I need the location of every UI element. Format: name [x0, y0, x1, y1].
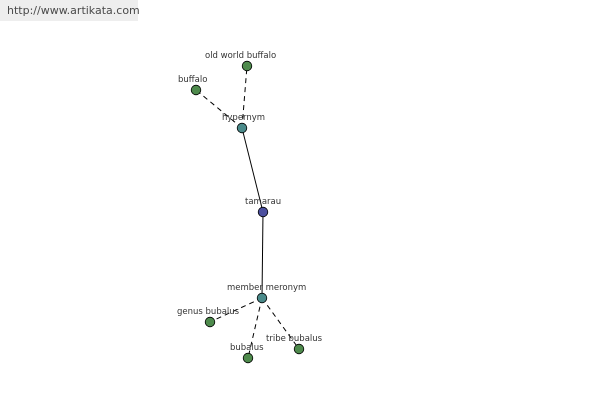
node-label-genus-bubalus[interactable]: genus bubalus [177, 307, 240, 317]
edge-tamarau-to-hypernym [241, 127, 264, 213]
node-label-bubalus[interactable]: bubalus [230, 343, 264, 353]
labels-layer: tamarau hypernym member meronym old world b… [177, 51, 323, 353]
node-label-buffalo[interactable]: buffalo [178, 75, 207, 85]
node-label-tribe-bubalus[interactable]: tribe bubalus [266, 334, 323, 344]
node-buffalo[interactable] [190, 84, 202, 96]
node-bubalus[interactable] [242, 352, 254, 364]
node-genus-bubalus[interactable] [204, 316, 216, 328]
nodes-layer [190, 60, 305, 364]
node-label-tamarau[interactable]: tamarau [245, 197, 281, 207]
edge-member-meronym-to-bubalus [247, 297, 263, 359]
node-member-meronym[interactable] [256, 292, 268, 304]
edges-layer [195, 65, 300, 359]
node-hypernym[interactable] [236, 122, 248, 134]
site-url[interactable]: http://www.artikata.com [0, 0, 140, 21]
node-label-old-world-buffalo[interactable]: old world buffalo [205, 51, 276, 61]
edge-hypernym-to-buffalo [195, 89, 243, 129]
node-old-world-buffalo[interactable] [241, 60, 253, 72]
node-label-member-meronym[interactable]: member meronym [227, 283, 306, 293]
edge-member-meronym-to-tribe-bubalus [261, 297, 300, 350]
node-tamarau[interactable] [257, 206, 269, 218]
edge-hypernym-to-old-world-buffalo [241, 65, 248, 129]
node-label-hypernym[interactable]: hypernym [222, 113, 265, 123]
node-tribe-bubalus[interactable] [293, 343, 305, 355]
edge-tamarau-to-member-meronym [261, 211, 264, 299]
edge-member-meronym-to-genus-bubalus [209, 297, 263, 323]
